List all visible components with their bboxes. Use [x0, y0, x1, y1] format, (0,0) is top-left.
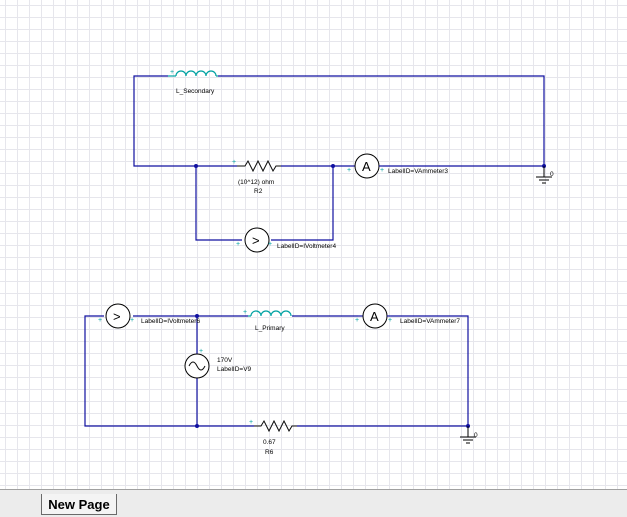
ground-symbol: 0 [536, 166, 554, 184]
junction-node [194, 164, 198, 168]
pin-marker: + [380, 167, 384, 174]
pin-marker: + [268, 241, 272, 248]
page-tab-bar: New Page [0, 489, 627, 517]
voltmeter-ivoltmeter6[interactable]: + > + LabelID=IVoltmeter6 [98, 303, 200, 329]
ammeter-label: LabelID=VAmmeter3 [388, 168, 448, 175]
voltmeter-icon: > [252, 233, 260, 248]
voltmeter-icon: > [113, 309, 121, 324]
ground-symbol: 0 [460, 426, 478, 444]
ground-label: 0 [550, 171, 554, 178]
wire [271, 166, 334, 241]
wire [84, 315, 254, 427]
ammeter-vammeter7[interactable]: + A + LabelID=VAmmeter7 [355, 303, 460, 329]
pin-marker: + [243, 309, 247, 316]
ammeter-label: LabelID=VAmmeter7 [400, 318, 460, 325]
inductor-l-secondary[interactable]: + L_Secondary [168, 69, 218, 95]
voltmeter-label: LabelID=IVoltmeter4 [277, 243, 336, 250]
voltmeter-ivoltmeter4[interactable]: + > + LabelID=IVoltmeter4 [236, 227, 336, 253]
inductor-l-primary[interactable]: + L_Primary [243, 309, 292, 332]
voltmeter-label: LabelID=IVoltmeter6 [141, 318, 200, 325]
upper-circuit: + L_Secondary + (10^12) ohm R2 + A + [133, 69, 554, 253]
resistor-r2[interactable]: + (10^12) ohm R2 [232, 159, 281, 195]
junction-node [331, 164, 335, 168]
resistor-label: R6 [265, 449, 274, 456]
source-value: 170V [217, 357, 233, 364]
pin-marker: + [236, 241, 240, 248]
pin-marker: + [388, 317, 392, 324]
wire [195, 166, 242, 241]
pin-marker: + [355, 317, 359, 324]
ammeter-vammeter3[interactable]: + A + LabelID=VAmmeter3 [347, 153, 448, 179]
resistor-value: (10^12) ohm [238, 179, 274, 186]
sine-icon [188, 361, 206, 371]
tab-new-page[interactable]: New Page [41, 494, 117, 515]
ammeter-icon: A [362, 159, 371, 174]
resistor-value: 0.67 [263, 439, 276, 446]
source-label: LabelID=V9 [217, 366, 252, 373]
schematic-canvas[interactable]: + L_Secondary + (10^12) ohm R2 + A + [0, 0, 627, 489]
ac-source-v9[interactable]: + 170V LabelID=V9 [184, 348, 252, 379]
inductor-label: L_Primary [255, 325, 285, 332]
resistor-label: R2 [254, 188, 263, 195]
pin-marker: + [232, 159, 236, 166]
junction-node [195, 314, 199, 318]
wire [391, 315, 469, 426]
inductor-label: L_Secondary [176, 88, 215, 95]
pin-marker: + [199, 348, 203, 355]
pin-marker: + [249, 419, 253, 426]
resistor-r6[interactable]: + 0.67 R6 [249, 419, 297, 456]
junction-node [195, 424, 199, 428]
pin-marker: + [98, 317, 102, 324]
wire [218, 75, 545, 166]
lower-circuit: + > + LabelID=IVoltmeter6 + L_Primary + … [84, 303, 478, 456]
ammeter-icon: A [370, 309, 379, 324]
pin-marker: + [347, 167, 351, 174]
circuit-diagram: + L_Secondary + (10^12) ohm R2 + A + [84, 69, 554, 456]
ground-label: 0 [474, 432, 478, 439]
wire [133, 75, 237, 167]
pin-marker: + [130, 317, 134, 324]
pin-marker: + [170, 69, 174, 76]
